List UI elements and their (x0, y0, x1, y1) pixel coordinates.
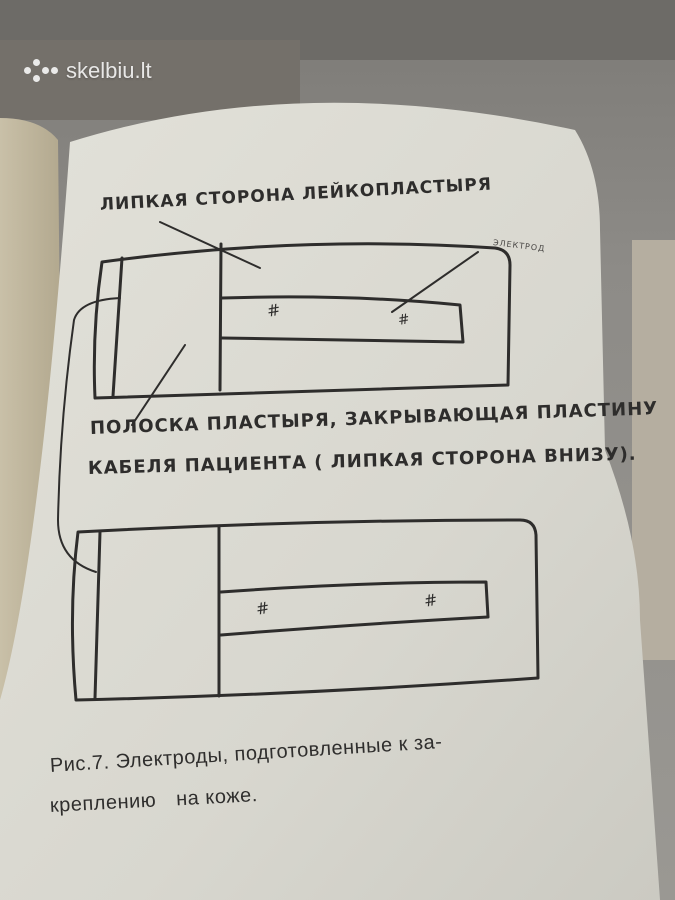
hash-mark: # (254, 597, 272, 619)
caption-gap (156, 805, 176, 806)
pointer-adhesive (159, 221, 261, 269)
plaster-fold-line-bottom (93, 530, 102, 700)
caption-line-2-part-2: на коже. (175, 784, 259, 811)
pointer-electrode (391, 251, 479, 313)
plaster-outline-bottom (70, 518, 540, 702)
diagram-top (57, 221, 512, 573)
hash-mark: # (422, 589, 440, 611)
plaster-fold-line-top (111, 256, 124, 398)
watermark: skelbiu.lt (24, 58, 152, 84)
bracket-line (57, 297, 121, 573)
caption-line-2-part-1: креплению (49, 789, 157, 817)
hash-mark: # (265, 299, 283, 321)
diagram-bottom (70, 518, 540, 702)
watermark-text: skelbiu.lt (66, 58, 152, 83)
hash-mark: # (396, 310, 412, 329)
page (0, 102, 660, 900)
electrode-strip-top (220, 295, 465, 344)
background-book-right (632, 240, 675, 660)
plaster-outline-top (92, 242, 512, 400)
electrode-strip-bottom (219, 580, 490, 637)
watermark-logo-icon (24, 59, 58, 83)
plaster-divider-top (218, 242, 223, 392)
pointer-strip (131, 344, 186, 426)
